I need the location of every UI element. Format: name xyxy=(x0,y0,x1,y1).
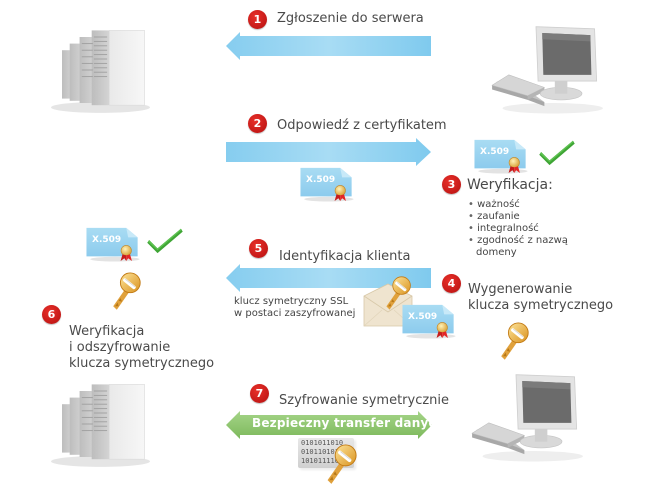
step-3-title: Weryfikacja: xyxy=(467,177,553,193)
certificate-icon: X.509 xyxy=(472,138,530,174)
step-7-title: Szyfrowanie symetrycznie xyxy=(279,393,450,408)
step-3-badge: 3 xyxy=(442,175,461,194)
step-2-title: Odpowiedź z certyfikatem xyxy=(277,118,447,133)
step-4-title-line-1: Wygenerowanie xyxy=(468,282,573,297)
transfer-label: Bezpieczny transfer danych xyxy=(252,416,445,430)
certificate-icon: X.509 xyxy=(84,226,142,262)
bidirectional-transfer-arrow xyxy=(226,411,432,439)
key-icon xyxy=(494,320,530,360)
arrow-to-client xyxy=(226,138,431,166)
step-2-badge: 2 xyxy=(248,114,267,133)
check-item: zgodność z nazwą xyxy=(468,235,568,247)
arrow-to-server xyxy=(226,32,431,60)
desktop-computer-icon xyxy=(470,368,585,463)
step-6-title-line-3: klucza symetrycznego xyxy=(69,356,215,371)
step-1-title: Zgłoszenie do serwera xyxy=(277,11,424,26)
step-6-badge: 6 xyxy=(42,305,61,324)
arrow-to-server xyxy=(226,264,431,292)
step-7-badge: 7 xyxy=(250,384,269,403)
key-icon xyxy=(320,442,358,484)
verification-checklist: ważność zaufanie integralność zgodność z… xyxy=(468,199,568,247)
encrypted-key-note-line-2: w postaci zaszyfrowanej xyxy=(234,308,356,319)
checkmark-icon xyxy=(146,226,184,254)
check-item: zaufanie xyxy=(468,211,568,223)
step-1-badge: 1 xyxy=(248,10,267,29)
step-4-badge: 4 xyxy=(442,274,461,293)
key-icon xyxy=(106,270,142,310)
server-rack-icon xyxy=(40,24,150,116)
desktop-computer-icon xyxy=(490,20,605,115)
check-item: integralność xyxy=(468,223,568,235)
server-rack-icon xyxy=(40,378,150,470)
step-5-title: Identyfikacja klienta xyxy=(279,249,411,264)
encrypted-key-note-line-1: klucz symetryczny SSL xyxy=(234,296,349,307)
step-6-title-line-2: i odszyfrowanie xyxy=(69,340,171,355)
certificate-icon: X.509 xyxy=(298,166,356,202)
checkmark-icon xyxy=(538,138,576,166)
check-item-continuation: domeny xyxy=(476,247,517,258)
certificate-icon: X.509 xyxy=(400,303,458,339)
step-4-title-line-2: klucza symetrycznego xyxy=(468,298,614,313)
step-6-title-line-1: Weryfikacja xyxy=(69,324,145,339)
step-5-badge: 5 xyxy=(249,239,268,258)
check-item: ważność xyxy=(468,199,568,211)
